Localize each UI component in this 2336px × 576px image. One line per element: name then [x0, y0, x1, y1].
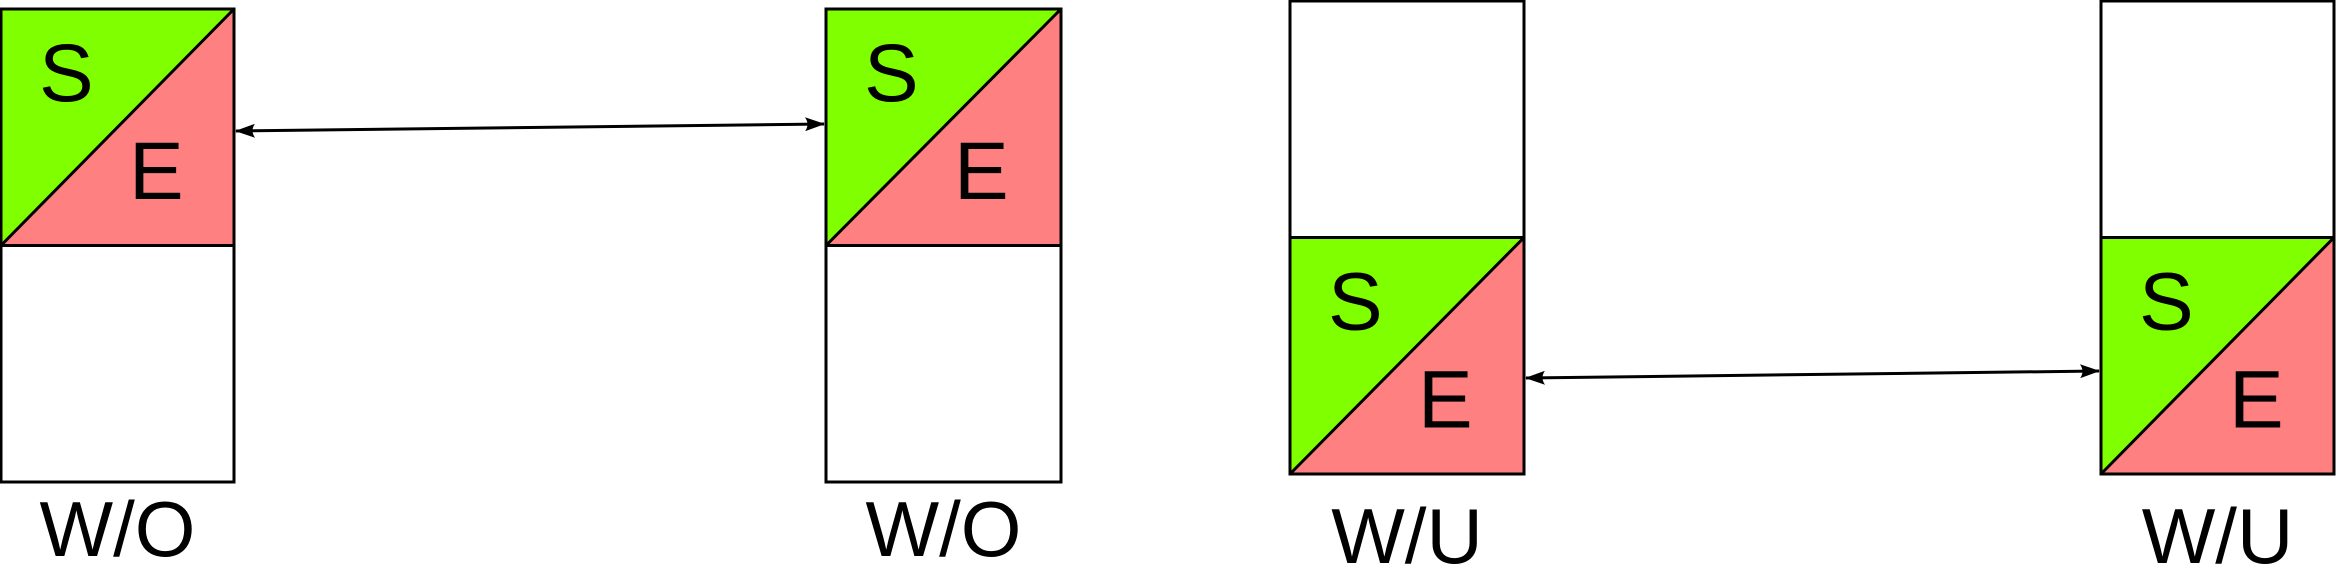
block-caption: W/O: [40, 485, 196, 573]
start-label: S: [864, 28, 919, 119]
empty-slot: [824, 244, 1063, 484]
block-caption: W/O: [866, 485, 1022, 573]
filled-slot-border: [1288, 236, 1526, 476]
memory-block-3: SE W/U: [1288, 0, 1526, 576]
empty-slot: [1288, 0, 1526, 239]
diagonal-divider: [824, 7, 1063, 247]
end-label: E: [129, 126, 184, 217]
memory-block-1: SE W/O: [0, 7, 236, 573]
empty-slot: [0, 244, 236, 484]
end-label: E: [1418, 355, 1473, 446]
block-caption: W/U: [2142, 492, 2294, 576]
filled-slot-border: [824, 7, 1063, 247]
bidirectional-arrow: [1525, 364, 2100, 385]
filled-slot-border: [0, 7, 236, 247]
end-label: E: [954, 126, 1009, 217]
diagonal-divider: [1288, 236, 1526, 476]
empty-slot: [2099, 0, 2336, 239]
start-label: S: [39, 28, 94, 119]
diagonal-divider: [2099, 236, 2336, 476]
bidirectional-arrow: [235, 117, 825, 138]
block-caption: W/U: [1331, 492, 1483, 576]
start-label: S: [1328, 257, 1383, 348]
memory-block-4: SE W/U: [2099, 0, 2336, 576]
filled-slot-border: [2099, 236, 2336, 476]
memory-block-2: SE W/O: [824, 7, 1063, 573]
diagonal-divider: [0, 7, 236, 247]
start-label: S: [2139, 257, 2194, 348]
end-label: E: [2229, 355, 2284, 446]
